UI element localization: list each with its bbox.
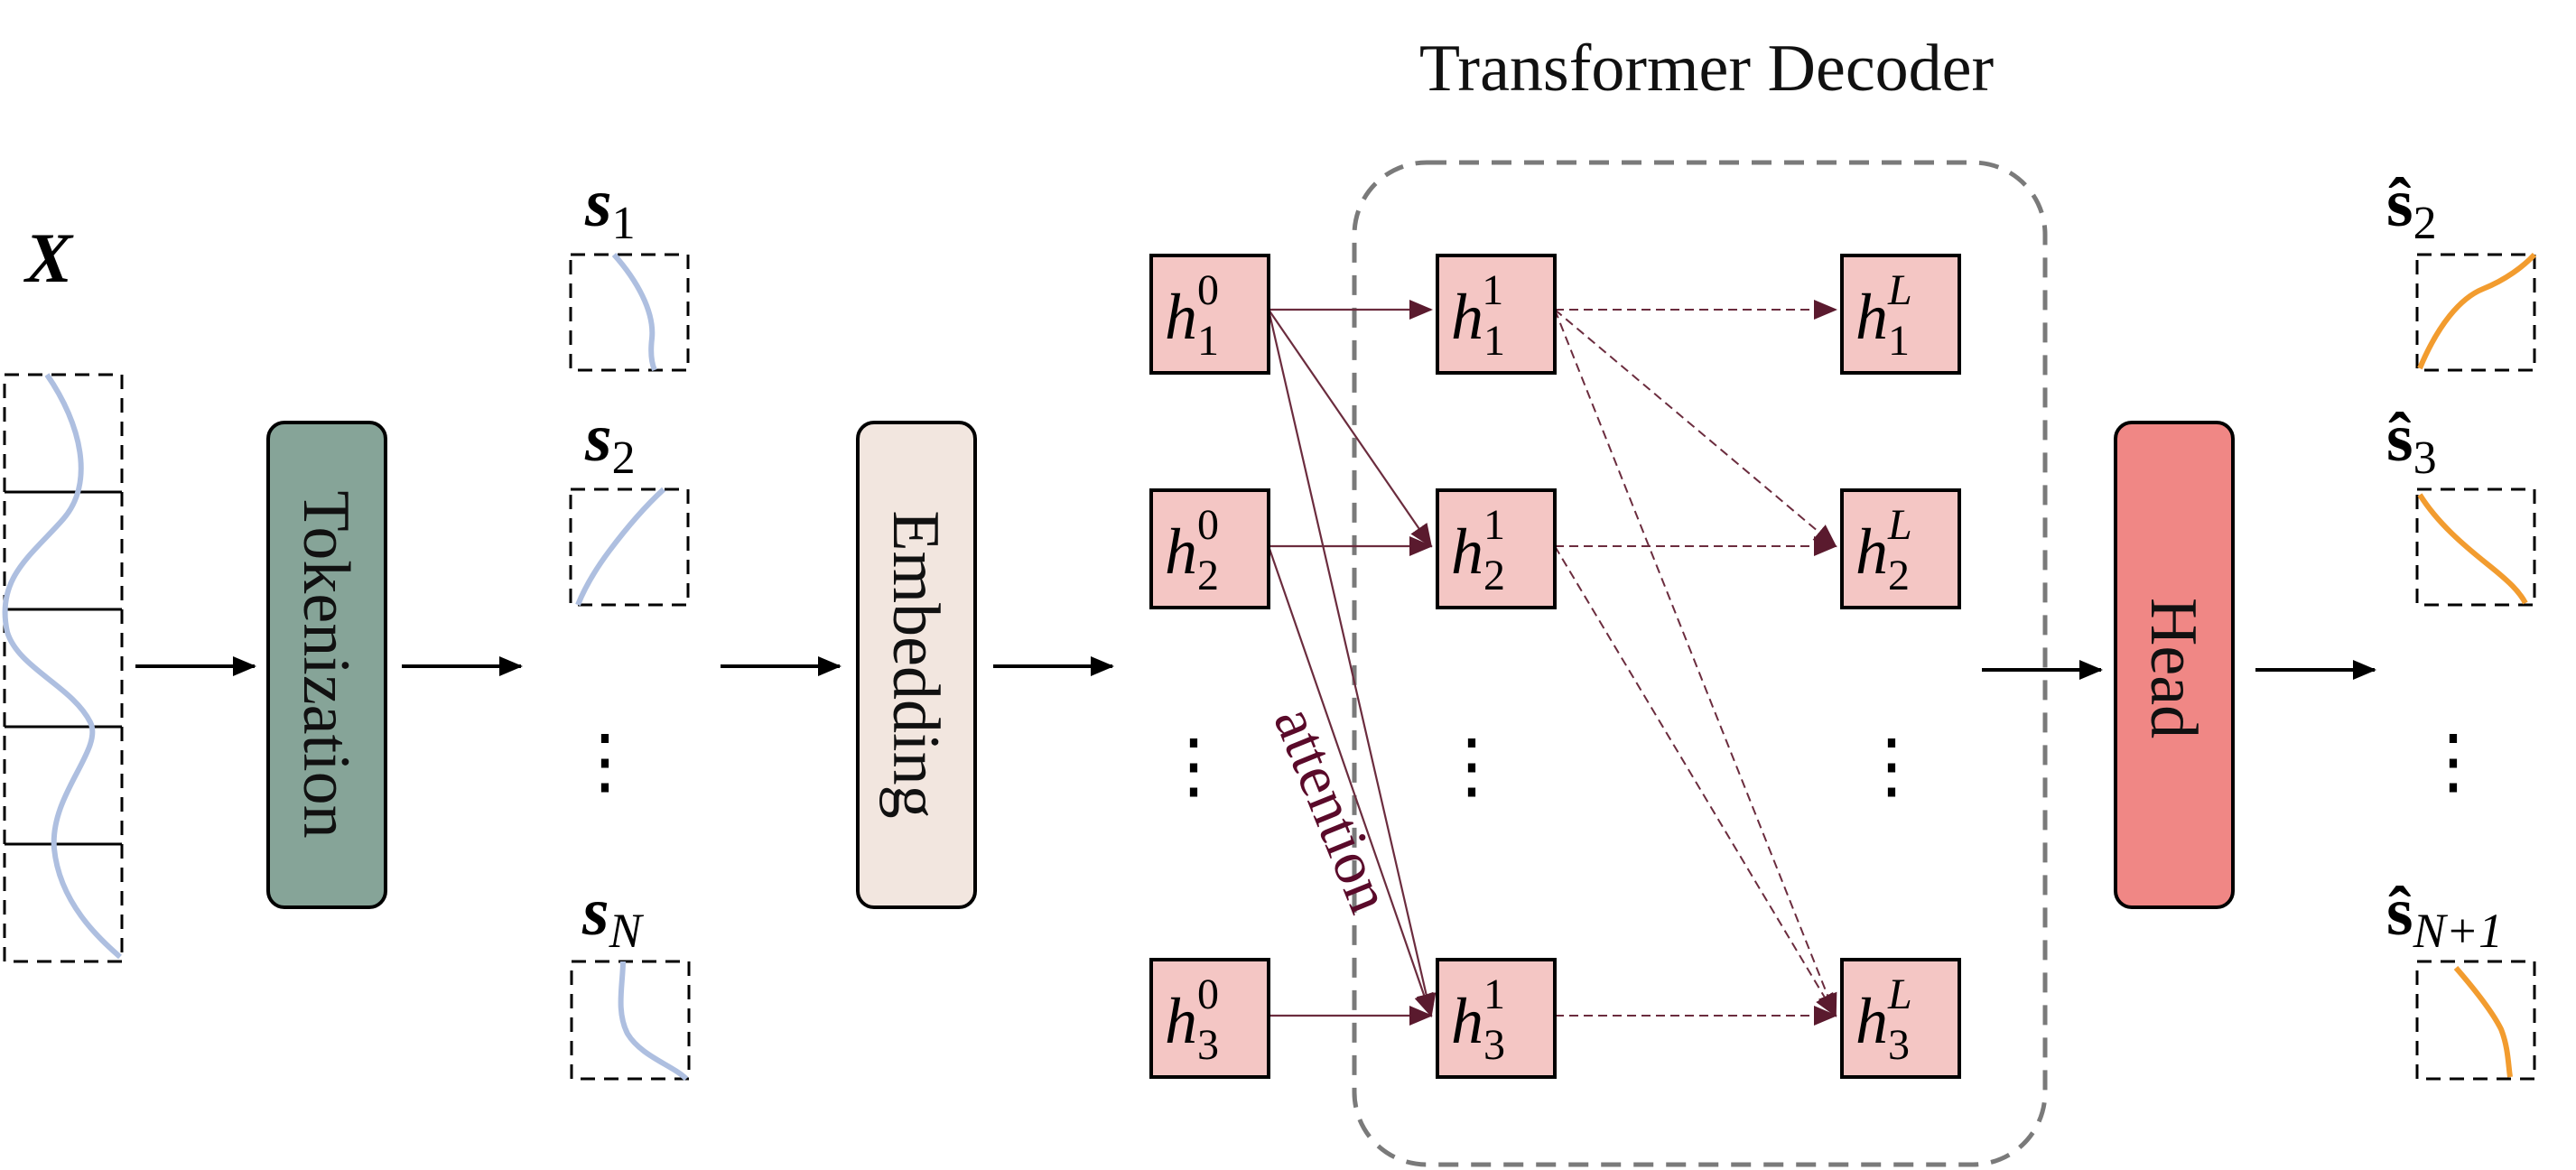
token-1-patch bbox=[569, 253, 690, 372]
hidden-node-h11: h11 bbox=[1436, 254, 1557, 375]
input-segment bbox=[3, 608, 124, 729]
output-n-patch bbox=[2415, 960, 2536, 1081]
attention-connections bbox=[1267, 300, 1437, 1026]
svg-text:h2L: h2L bbox=[1855, 501, 1912, 599]
input-series bbox=[2, 373, 124, 963]
decoder-frame bbox=[1352, 160, 2048, 1167]
hidden-node-h13: h31 bbox=[1436, 958, 1557, 1079]
token-2-label: s2 bbox=[584, 400, 636, 484]
hidden-node-hL3: h3L bbox=[1840, 958, 1961, 1079]
output-n-label: ŝN+1 bbox=[2386, 874, 2503, 958]
svg-text:h21: h21 bbox=[1451, 501, 1505, 599]
layer-connections bbox=[1554, 300, 1837, 1026]
svg-text:h1L: h1L bbox=[1855, 266, 1912, 365]
hidden-node-h03: h30 bbox=[1149, 958, 1270, 1079]
input-curve bbox=[2, 373, 122, 960]
svg-text:h3L: h3L bbox=[1855, 970, 1912, 1069]
hidden-node-h01: h10 bbox=[1149, 254, 1270, 375]
token-n-label: sN bbox=[581, 874, 645, 958]
input-label: X bbox=[23, 218, 74, 297]
hidden-ellipsis-layerL: ⋮ bbox=[1855, 727, 1928, 806]
output-3-label: ŝ3 bbox=[2386, 400, 2437, 484]
input-segment bbox=[3, 842, 124, 963]
hidden-ellipsis-layer0: ⋮ bbox=[1158, 727, 1230, 806]
token-1-label: s1 bbox=[584, 165, 636, 249]
svg-text:h11: h11 bbox=[1451, 266, 1503, 365]
hidden-node-h12: h21 bbox=[1436, 488, 1557, 609]
hidden-node-h02: h20 bbox=[1149, 488, 1270, 609]
svg-text:h31: h31 bbox=[1451, 970, 1505, 1069]
svg-text:h20: h20 bbox=[1165, 501, 1219, 599]
diagram-title: Transformer Decoder bbox=[1419, 32, 1994, 106]
tokenization-block bbox=[266, 421, 387, 909]
output-ellipsis: ⋮ bbox=[2417, 722, 2489, 802]
hidden-node-hL1: h1L bbox=[1840, 254, 1961, 375]
svg-text:h10: h10 bbox=[1165, 266, 1219, 365]
output-3-patch bbox=[2415, 488, 2536, 607]
token-ellipsis: ⋮ bbox=[569, 722, 641, 802]
head-block bbox=[2114, 421, 2235, 909]
input-segment bbox=[3, 373, 124, 494]
svg-text:h30: h30 bbox=[1165, 970, 1219, 1069]
tokenization-label: Tokenization bbox=[289, 490, 363, 838]
head-label: Head bbox=[2136, 598, 2210, 738]
token-2-patch bbox=[569, 487, 690, 607]
token-n-patch bbox=[570, 960, 691, 1082]
output-2-label: ŝ2 bbox=[2386, 165, 2437, 249]
embedding-block bbox=[856, 421, 977, 909]
input-segment bbox=[3, 490, 124, 611]
embedding-label: Embedding bbox=[879, 510, 953, 818]
hidden-node-hL2: h2L bbox=[1840, 488, 1961, 609]
input-segment bbox=[3, 725, 124, 846]
hidden-ellipsis-layer1: ⋮ bbox=[1436, 727, 1508, 806]
output-2-patch bbox=[2415, 252, 2537, 372]
